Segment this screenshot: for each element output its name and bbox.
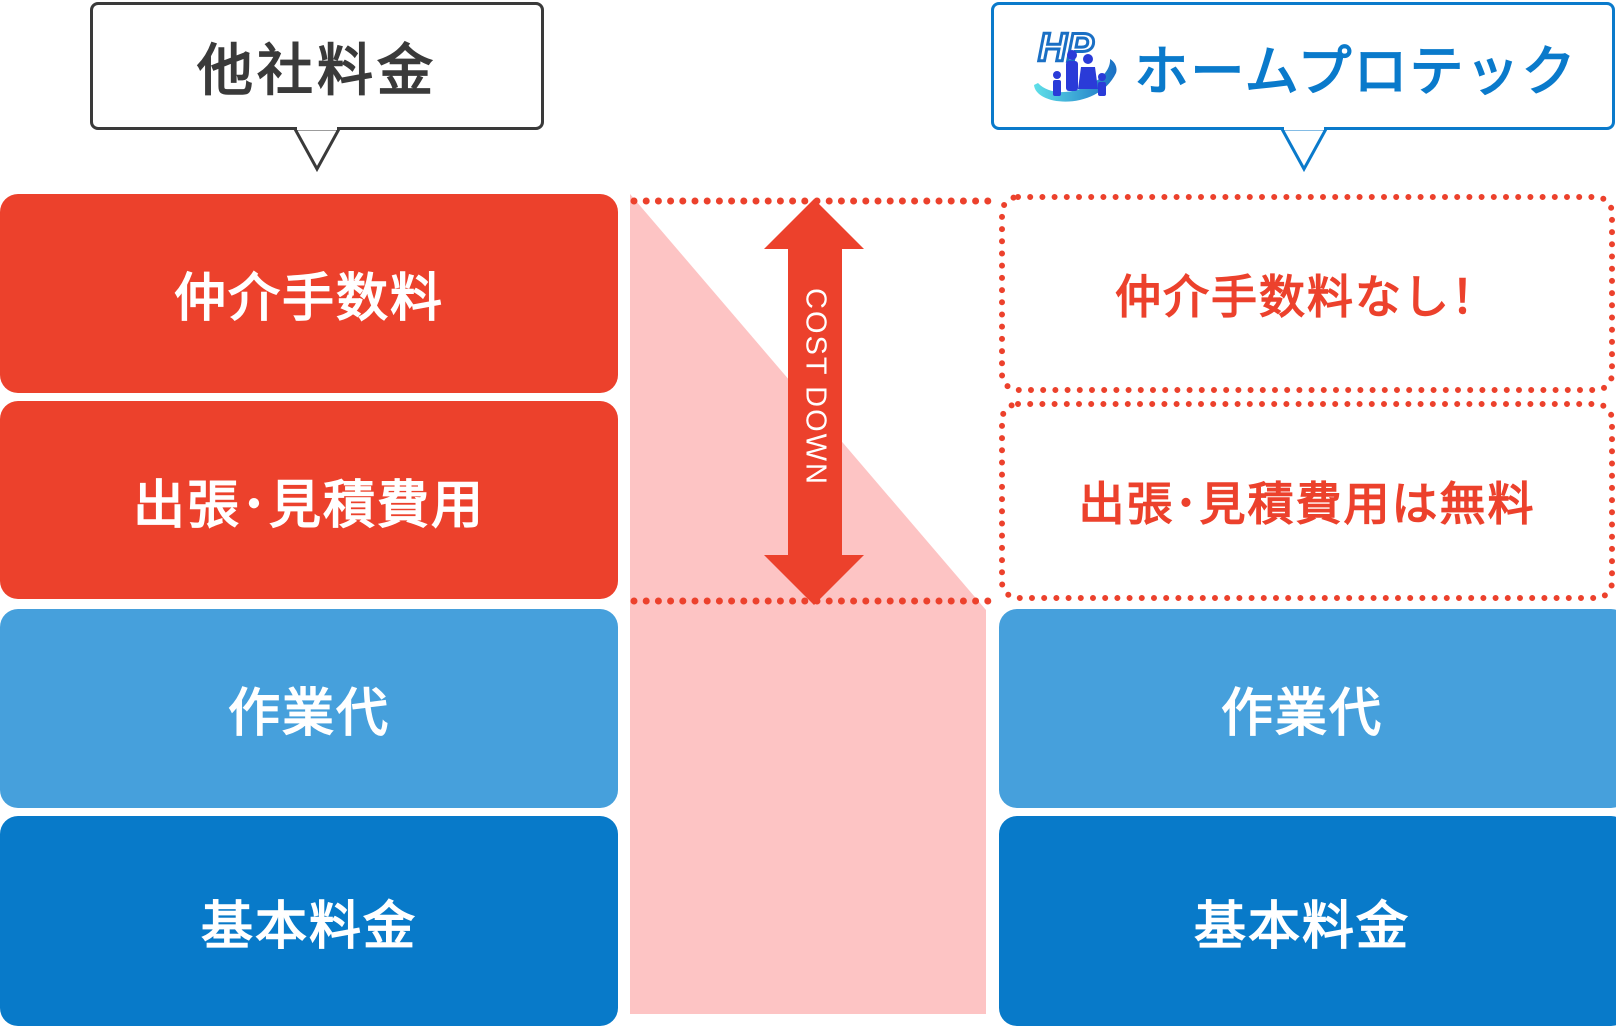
brand-logo: HP ホームプロテック [1028,23,1577,109]
brand-item-labor-fee: 作業代 [999,609,1616,808]
competitor-bubble-tail [293,127,342,173]
brand-item-label: 作業代 [1220,684,1383,744]
competitor-item-label: 基本料金 [200,896,417,957]
brand-item-base-fee: 基本料金 [999,816,1616,1026]
competitor-item-base-fee: 基本料金 [0,816,618,1026]
brand-item-free-visit-estimate: 出張･見積費用は無料 [1002,404,1612,598]
brand-item-no-brokerage-fee: 仲介手数料なし！ [1002,197,1612,390]
competitor-header-title: 他社料金 [197,38,437,104]
brand-bubble-tail [1280,127,1329,173]
competitor-item-labor-fee: 作業代 [0,609,618,808]
competitor-item-label: 仲介手数料 [173,269,444,329]
competitor-item-brokerage-fee: 仲介手数料 [0,194,618,393]
dotted-box-2-outline [999,401,1615,601]
brand-item-label: 仲介手数料なし！ [1115,269,1499,324]
brand-item-label: 基本料金 [1193,896,1410,957]
cost-down-label: COST DOWN [799,288,832,486]
brand-header-bubble: HP ホームプロテック [991,2,1615,130]
competitor-item-visit-estimate-fee: 出張･見積費用 [0,401,618,599]
competitor-header-bubble: 他社料金 [90,2,544,130]
svg-text:HP: HP [1038,26,1094,70]
brand-name: ホームプロテック [1134,39,1578,103]
hp-family-logo-icon: HP [1034,25,1117,102]
competitor-item-label: 出張･見積費用 [132,475,485,536]
pink-cost-area [630,194,986,1014]
competitor-item-label: 作業代 [227,684,390,744]
brand-item-label: 出張･見積費用は無料 [1078,477,1536,531]
cost-down-arrow [764,199,864,605]
dotted-box-1-outline [999,194,1615,393]
